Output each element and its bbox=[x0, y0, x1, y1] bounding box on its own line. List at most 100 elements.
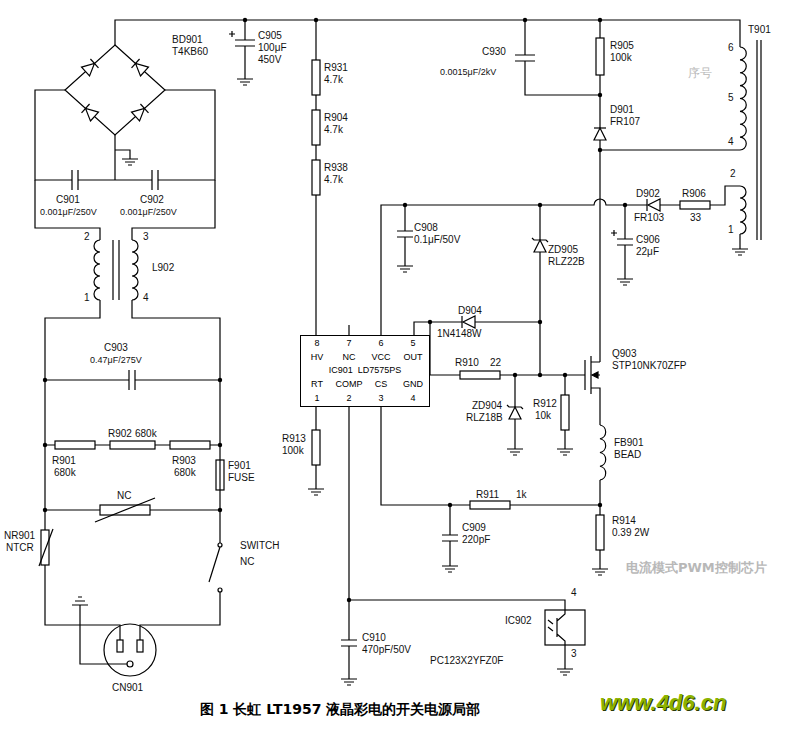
plug-symbol bbox=[117, 640, 123, 652]
wire bbox=[624, 205, 625, 275]
component-label: 22μF bbox=[636, 246, 659, 258]
junction-dot bbox=[563, 373, 567, 377]
ground-symbol bbox=[557, 665, 573, 675]
wire bbox=[414, 322, 540, 375]
wire bbox=[45, 379, 220, 380]
diode-symbol bbox=[462, 128, 660, 419]
resistor-symbol bbox=[596, 515, 604, 550]
ground-symbol bbox=[341, 675, 357, 685]
resistor-symbol bbox=[55, 441, 95, 449]
wire bbox=[525, 20, 600, 95]
diode-symbol bbox=[463, 316, 475, 328]
ground-symbol bbox=[122, 75, 748, 685]
resistor-symbol bbox=[312, 110, 320, 145]
wire bbox=[404, 205, 405, 262]
component-label: RLZ22B bbox=[548, 256, 585, 268]
component-label: 6 bbox=[728, 42, 734, 54]
component-label: 0.0015μF/2kV bbox=[440, 66, 496, 78]
pin-name: RT bbox=[311, 379, 323, 390]
component-label: 0.001μF/250V bbox=[40, 206, 97, 218]
component-label: 5 bbox=[728, 92, 734, 104]
diode-symbol bbox=[509, 407, 521, 419]
component-label: L902 bbox=[152, 262, 174, 274]
inductor-symbol bbox=[740, 186, 746, 234]
resistor-symbol bbox=[312, 60, 320, 95]
component-label: 3 bbox=[571, 648, 577, 660]
capacitor-symbol bbox=[229, 31, 255, 46]
component-label: R904 bbox=[324, 112, 348, 124]
component-label: 1k bbox=[516, 489, 527, 501]
component-label: FB901 bbox=[614, 437, 643, 449]
capacitor-symbol bbox=[397, 231, 413, 237]
thermistor-mark bbox=[95, 498, 155, 522]
optocoupler-symbol bbox=[548, 620, 553, 631]
resistor-symbol bbox=[470, 501, 510, 509]
junction-dot bbox=[218, 508, 222, 512]
component-label: ZD905 bbox=[548, 244, 578, 256]
ground-symbol bbox=[507, 445, 523, 455]
junction-dot bbox=[598, 93, 602, 97]
component-label: 4 bbox=[143, 292, 149, 304]
ground-symbol bbox=[397, 262, 413, 272]
component-label: R906 bbox=[682, 188, 706, 200]
component-label: C906 bbox=[636, 234, 660, 246]
component-label: R901 bbox=[52, 455, 76, 467]
component-label: 470pF/50V bbox=[362, 644, 411, 656]
diode-symbol bbox=[461, 316, 462, 328]
junction-dot bbox=[218, 443, 222, 447]
wire bbox=[539, 205, 540, 322]
diode-symbol bbox=[594, 128, 606, 140]
component-label: C901 bbox=[56, 194, 80, 206]
plug-symbol bbox=[104, 624, 156, 676]
bridge-rectifier bbox=[90, 59, 98, 68]
bridge-rectifier bbox=[132, 104, 149, 121]
plug-symbol bbox=[137, 640, 143, 652]
pin-number: 8 bbox=[314, 338, 319, 349]
ic-box: 8765HVNCVCCOUTIC901LD7575PSRTCOMPCSGND12… bbox=[300, 335, 430, 407]
wire bbox=[449, 505, 450, 562]
junction-dot bbox=[538, 320, 542, 324]
component-label: 4 bbox=[571, 587, 577, 599]
component-label: 100k bbox=[282, 445, 304, 457]
component-label: 680k bbox=[135, 428, 157, 440]
wire bbox=[45, 300, 220, 380]
diode-symbol bbox=[507, 405, 523, 409]
switch-symbol bbox=[218, 588, 222, 592]
pin-name: HV bbox=[311, 352, 324, 363]
ground-symbol bbox=[592, 565, 608, 575]
inductor-symbol bbox=[740, 47, 746, 150]
junction-dot bbox=[598, 503, 602, 507]
junction-dot bbox=[538, 373, 542, 377]
chip-name: LD7575PS bbox=[358, 365, 402, 376]
capacitor-symbol bbox=[72, 31, 633, 646]
component-label: R902 bbox=[108, 428, 132, 440]
component-label: 4 bbox=[728, 136, 734, 148]
junction-dot bbox=[523, 18, 527, 22]
component-label: FUSE bbox=[228, 472, 255, 484]
switch-symbol bbox=[218, 543, 222, 547]
figure-caption: 图 1 长虹 LT1957 液晶彩电的开关电源局部 bbox=[200, 700, 480, 718]
component-label: 0.1μF/50V bbox=[414, 234, 460, 246]
component-label: 4.7k bbox=[324, 74, 343, 86]
ground-symbol bbox=[442, 562, 458, 572]
resistor-symbol bbox=[312, 430, 320, 465]
pin-name: COMP bbox=[336, 379, 363, 390]
chip-name: IC901 bbox=[329, 365, 353, 376]
component-label: PC123X2YFZ0F bbox=[430, 655, 503, 667]
ground-symbol bbox=[617, 275, 633, 285]
diode-symbol bbox=[532, 238, 548, 242]
component-label: 2 bbox=[730, 168, 736, 180]
pin-number: 4 bbox=[410, 393, 415, 404]
plug-symbol bbox=[127, 661, 133, 667]
component-label: IC902 bbox=[505, 615, 532, 627]
wire bbox=[115, 20, 740, 47]
junction-dot bbox=[243, 18, 247, 22]
component-label: R913 bbox=[282, 433, 306, 445]
wire bbox=[600, 140, 740, 362]
component-label: 10k bbox=[535, 410, 551, 422]
component-label: FR107 bbox=[610, 116, 640, 128]
component-label: R912 bbox=[533, 398, 557, 410]
component-label: 4.7k bbox=[324, 124, 343, 136]
component-label: 1 bbox=[84, 292, 90, 304]
inductor-symbol bbox=[757, 40, 761, 240]
